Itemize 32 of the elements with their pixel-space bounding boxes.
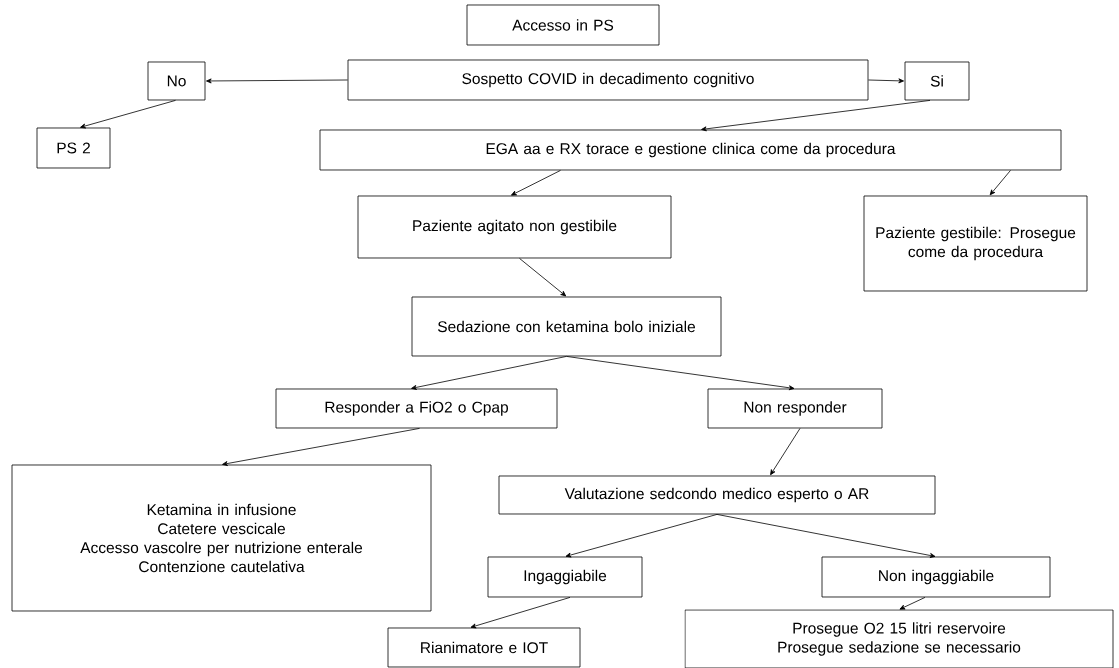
process-box: Rianimatore e IOT — [387, 627, 581, 668]
arrow — [565, 514, 718, 558]
arrow — [519, 258, 567, 297]
arrow — [411, 356, 567, 390]
process-box: Sedazione con ketamina bolo iniziale — [411, 296, 722, 357]
arrow — [222, 428, 420, 466]
process-box: EGA aa e RX torace e gestione clinica come da procedura — [319, 129, 1062, 171]
process-box: Sospetto COVID in decadimento cognitivo — [347, 59, 869, 101]
arrow — [470, 597, 571, 629]
process-box: Ketamina in infusione Catetere vescicale Accesso vascolre per nutrizione enterale Contenzione cautelativa — [11, 464, 432, 612]
arrow — [566, 356, 795, 391]
arrow — [899, 597, 926, 610]
process-box: Si — [904, 61, 970, 101]
process-box: Ingaggiabile — [487, 556, 643, 598]
process-box: Responder a FiO2 o Cpap — [275, 388, 558, 429]
arrow — [770, 428, 801, 476]
process-box: Non ingaggiabile — [821, 556, 1051, 598]
process-box: Paziente gestibile: Prosegue come da procedura — [863, 195, 1088, 292]
arrow — [716, 514, 936, 558]
process-box: PS 2 — [36, 127, 111, 169]
arrow — [206, 78, 348, 84]
arrow — [701, 100, 931, 132]
process-box: Paziente agitato non gestibile — [357, 195, 672, 259]
process-box: Non responder — [707, 388, 883, 429]
process-box: Prosegue O2 15 litri reservoire Prosegue sedazione se necessario — [684, 609, 1114, 668]
process-box: Valutazione sedcondo medico esperto o AR — [498, 475, 936, 515]
arrow — [511, 170, 561, 196]
process-box: No — [147, 61, 206, 101]
arrow — [868, 78, 904, 84]
process-box: Accesso in PS — [466, 4, 660, 46]
arrow — [989, 170, 1011, 196]
arrow — [80, 100, 176, 129]
